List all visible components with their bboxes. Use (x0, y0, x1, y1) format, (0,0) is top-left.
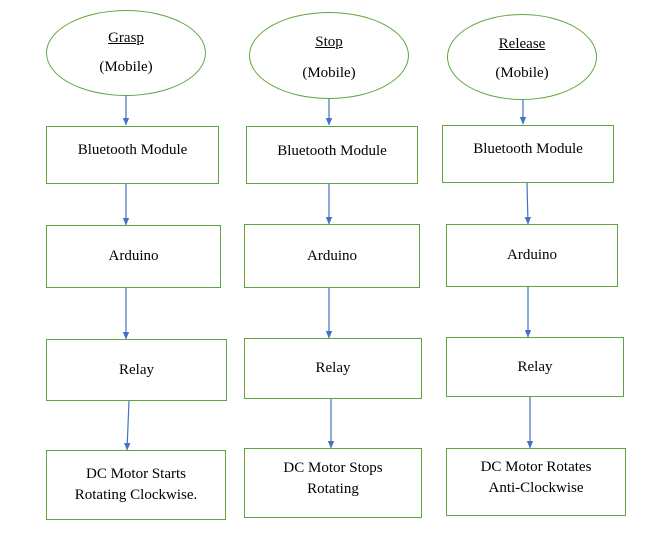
dc-motor-node: DC Motor Rotates Anti-Clockwise (446, 448, 626, 516)
trigger-subtitle: (Mobile) (495, 65, 549, 81)
node-label-line-2: Rotating Clockwise. (74, 487, 198, 503)
relay-node: Relay (46, 339, 227, 401)
node-label-line-2: Anti-Clockwise (488, 480, 584, 496)
trigger-subtitle: (Mobile) (302, 65, 356, 81)
node-label: Bluetooth Module (77, 142, 188, 158)
node-label-line-1: DC Motor Starts (85, 466, 186, 482)
arduino-node: Arduino (244, 224, 420, 288)
bluetooth-module-node: Bluetooth Module (442, 125, 614, 183)
trigger-title: Stop (315, 34, 343, 50)
trigger-title: Release (498, 36, 546, 52)
trigger-node-grasp: Grasp (Mobile) (46, 10, 206, 96)
relay-node: Relay (446, 337, 624, 397)
dc-motor-node: DC Motor Stops Rotating (244, 448, 422, 518)
node-label: Bluetooth Module (277, 143, 387, 159)
node-label: Arduino (108, 248, 159, 264)
arduino-node: Arduino (46, 225, 221, 288)
bluetooth-module-node: Bluetooth Module (46, 126, 219, 184)
node-label-line-1: DC Motor Rotates (480, 459, 592, 475)
arrow-grasp-relay-to-motor (124, 400, 131, 451)
node-label: Bluetooth Module (473, 141, 583, 157)
node-label: Arduino (507, 247, 557, 263)
dc-motor-node: DC Motor Starts Rotating Clockwise. (46, 450, 226, 520)
node-label: Relay (119, 361, 154, 378)
node-label: Arduino (307, 247, 357, 264)
node-label-line-1: DC Motor Stops (283, 460, 383, 476)
node-label: Relay (315, 360, 351, 376)
arduino-node: Arduino (446, 224, 618, 287)
bluetooth-module-node: Bluetooth Module (246, 126, 418, 184)
arrow-release-bluetooth-to-arduino (524, 182, 532, 225)
trigger-title: Grasp (108, 30, 144, 46)
trigger-subtitle: (Mobile) (99, 59, 153, 75)
relay-node: Relay (244, 338, 422, 399)
trigger-node-stop: Stop (Mobile) (249, 12, 409, 99)
node-label-line-2: Rotating (307, 481, 359, 497)
node-label: Relay (517, 358, 553, 375)
trigger-node-release: Release (Mobile) (447, 14, 597, 100)
